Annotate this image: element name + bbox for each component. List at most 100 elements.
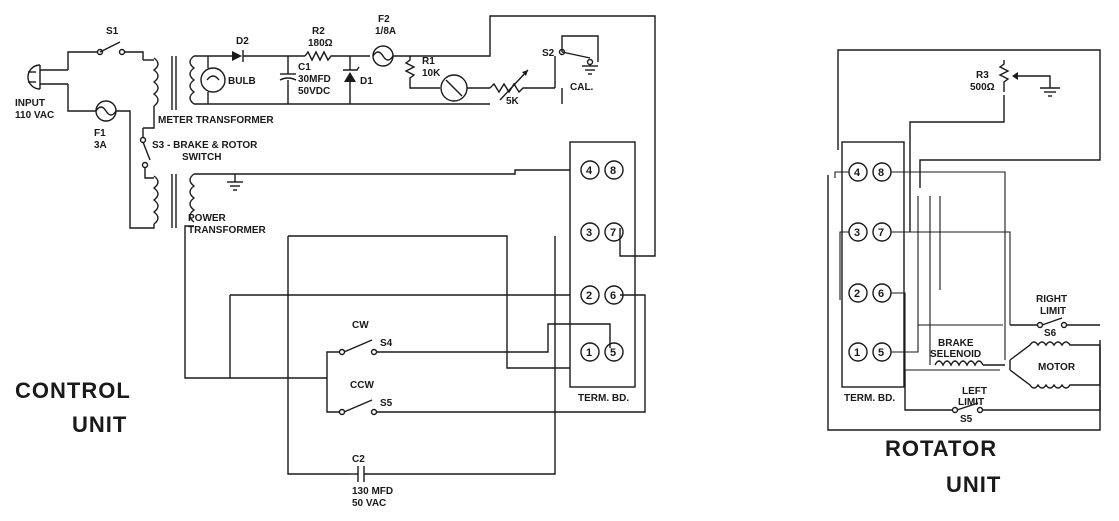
rotator-unit: R3 500Ω 4 8 3 7 2 6 1 5 TE — [827, 49, 1101, 497]
terminal-6-label: 6 — [610, 290, 616, 302]
r-terminal-1 — [848, 342, 868, 362]
meter-icon — [440, 74, 468, 102]
pot-5k — [489, 69, 555, 101]
terminal-5 — [604, 342, 624, 362]
s3-label-2: SWITCH — [182, 152, 221, 163]
s6-label: S6 — [1044, 328, 1057, 339]
input-label: INPUT — [15, 98, 45, 109]
control-terminal-board — [569, 141, 636, 388]
bulb-label: BULB — [228, 76, 256, 87]
control-unit-title-1: CONTROL — [15, 378, 131, 403]
s5-limit-label: S5 — [960, 414, 973, 425]
r3-value: 500Ω — [970, 82, 995, 93]
terminal-1-label: 1 — [586, 347, 592, 359]
s3-label-1: S3 - BRAKE & ROTOR — [152, 140, 258, 151]
f1-rating: 3A — [94, 140, 107, 151]
r-terminal-5-label: 5 — [878, 347, 884, 359]
s1-label: S1 — [106, 26, 119, 37]
terminal-7-label: 7 — [610, 227, 616, 239]
d1-label: D1 — [360, 76, 373, 87]
rotator-unit-title-1: ROTATOR — [885, 436, 997, 461]
control-unit: INPUT 110 VAC S1 F1 3A METER TRANSFORMER — [15, 14, 656, 509]
left-limit-label-1: LEFT — [962, 386, 987, 397]
r-terminal-3-label: 3 — [854, 227, 860, 239]
s4-label: S4 — [380, 338, 393, 349]
f1-fuse — [95, 100, 117, 122]
terminal-4 — [580, 160, 600, 180]
meter-transformer-label: METER TRANSFORMER — [158, 115, 274, 126]
r1-label: R1 — [422, 56, 435, 67]
terminal-3 — [580, 222, 600, 242]
s4-switch — [338, 339, 378, 356]
left-limit-label-2: LIMIT — [958, 397, 984, 408]
r-terminal-4-label: 4 — [854, 167, 861, 179]
s1-switch — [96, 41, 126, 56]
rotator-unit-title-2: UNIT — [946, 472, 1001, 497]
ground-icon — [227, 178, 243, 191]
s3-switch — [139, 136, 151, 169]
control-term-bd-label: TERM. BD. — [578, 393, 629, 404]
power-transformer-label-2: TRANSFORMER — [188, 225, 267, 236]
s2-switch — [558, 48, 594, 66]
terminal-6 — [604, 285, 624, 305]
terminal-3-label: 3 — [586, 227, 592, 239]
f2-label: F2 — [378, 14, 390, 25]
ground-icon — [582, 64, 598, 75]
r1-value: 10K — [422, 68, 441, 79]
c2-label: C2 — [352, 454, 365, 465]
r-terminal-1-label: 1 — [854, 347, 860, 359]
brake-solenoid-coil — [934, 360, 984, 367]
ground-icon — [1040, 87, 1060, 97]
terminal-2 — [580, 285, 600, 305]
c2-value2: 50 VAC — [352, 498, 386, 509]
r3-label: R3 — [976, 70, 989, 81]
rotator-terminal-board — [841, 141, 905, 388]
c1-value2: 50VDC — [298, 86, 330, 97]
terminal-8-label: 8 — [610, 165, 616, 177]
s5-switch — [338, 399, 378, 416]
r-terminal-2 — [848, 283, 868, 303]
s6-switch — [1036, 317, 1068, 329]
r-terminal-8-label: 8 — [878, 167, 884, 179]
pot-value: 5K — [506, 96, 520, 107]
f2-fuse — [372, 45, 394, 67]
s5-label: S5 — [380, 398, 393, 409]
cw-label: CW — [352, 320, 369, 331]
r-terminal-7-label: 7 — [878, 227, 884, 239]
terminal-2-label: 2 — [586, 290, 592, 302]
motor-label: MOTOR — [1038, 362, 1076, 373]
r2-resistor — [304, 50, 370, 62]
right-limit-label-2: LIMIT — [1040, 306, 1066, 317]
c1-label: C1 — [298, 62, 311, 73]
terminal-1 — [580, 342, 600, 362]
bulb-icon — [200, 56, 226, 104]
terminal-4-label: 4 — [586, 165, 593, 177]
rotator-term-bd-label: TERM. BD. — [844, 393, 895, 404]
terminal-8 — [604, 160, 624, 180]
control-unit-title-2: UNIT — [72, 412, 127, 437]
r-terminal-6-label: 6 — [878, 288, 884, 300]
d1-diode — [343, 56, 360, 104]
control-terminals: 4 8 3 7 2 6 1 5 — [580, 160, 624, 362]
c1-value1: 30MFD — [298, 74, 331, 85]
brake-label-1: BRAKE — [938, 338, 974, 349]
brake-label-2: SELENOID — [930, 349, 981, 360]
r3-potentiometer — [998, 60, 1018, 92]
input-voltage: 110 VAC — [15, 110, 54, 121]
s2-label: S2 — [542, 48, 555, 59]
d2-diode — [232, 50, 244, 62]
ccw-label: CCW — [350, 380, 374, 391]
right-limit-label-1: RIGHT — [1036, 294, 1067, 305]
terminal-5-label: 5 — [610, 347, 616, 359]
motor-windings — [1009, 341, 1101, 389]
c2-value1: 130 MFD — [352, 486, 393, 497]
c1-capacitor — [279, 56, 297, 104]
f1-label: F1 — [94, 128, 106, 139]
r-terminal-2-label: 2 — [854, 288, 860, 300]
f2-rating: 1/8A — [375, 26, 396, 37]
cal-label: CAL. — [570, 82, 594, 93]
d2-label: D2 — [236, 36, 249, 47]
input-plug-icon — [27, 64, 68, 90]
c2-capacitor — [357, 466, 365, 482]
